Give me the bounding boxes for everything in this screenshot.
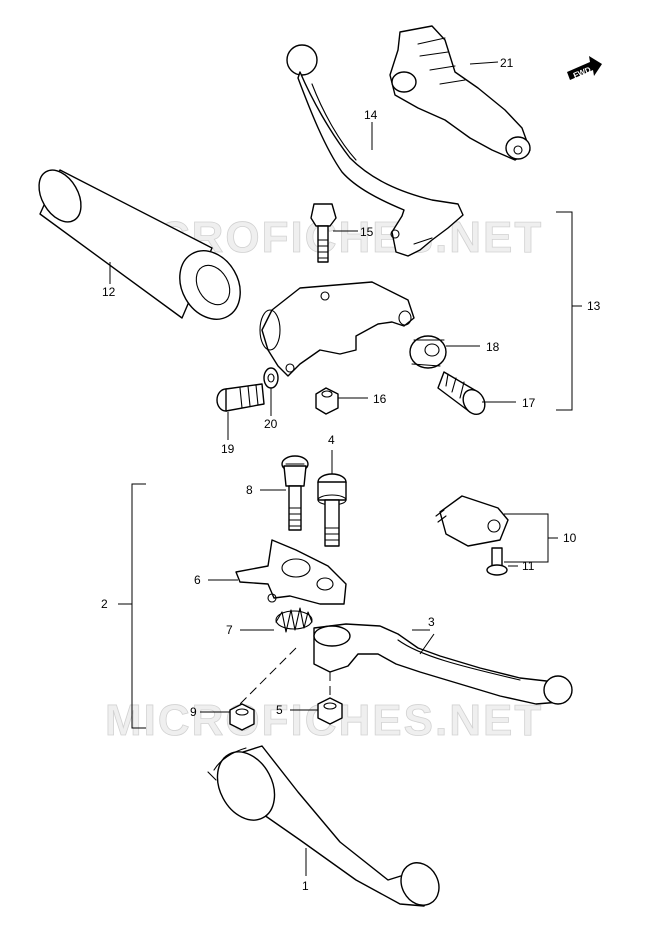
part-17-adjuster-bolt [437, 371, 486, 416]
part-9-nut [229, 703, 255, 731]
part-15-bolt [310, 203, 337, 263]
part-5-nut [317, 697, 343, 725]
callout-19: 19 [221, 442, 235, 456]
callout-21: 21 [500, 56, 514, 70]
fwd-arrow-icon: FWD [567, 56, 602, 80]
callout-2: 2 [101, 597, 108, 611]
callout-20: 20 [264, 417, 278, 431]
part-11-screw [486, 547, 508, 576]
callout-8: 8 [246, 483, 253, 497]
callout-12: 12 [102, 285, 116, 299]
callout-17: 17 [522, 396, 536, 410]
callout-9: 9 [190, 705, 197, 719]
part-4-pivot-bolt [317, 473, 347, 547]
callout-4: 4 [328, 433, 335, 447]
part-12-grip [38, 169, 241, 320]
leader-lines [109, 61, 582, 876]
part-14-clutch-lever [286, 44, 464, 257]
part-20-washer [263, 367, 279, 389]
lever-holder [259, 281, 415, 377]
callout-1: 1 [302, 879, 309, 893]
callout-6: 6 [194, 573, 201, 587]
callout-13: 13 [587, 299, 601, 313]
callout-11: 11 [522, 559, 535, 573]
callout-14: 14 [364, 108, 378, 122]
callout-7: 7 [226, 623, 233, 637]
part-1-throttle-grip [207, 745, 440, 907]
part-3-brake-lever [313, 623, 573, 705]
part-21-lever-cover [389, 25, 531, 161]
callout-5: 5 [276, 703, 283, 717]
callout-15: 15 [360, 225, 374, 239]
part-19-screw [216, 383, 265, 412]
part-10-brake-switch [435, 495, 509, 547]
callout-3: 3 [428, 615, 435, 629]
part-16-nut [315, 387, 339, 415]
part-8-bolt [281, 455, 309, 531]
callout-10: 10 [563, 531, 577, 545]
part-6-bracket [235, 539, 347, 605]
fwd-label: FWD [572, 65, 592, 80]
part-18-adjuster-nut [409, 335, 447, 369]
callout-16: 16 [373, 392, 387, 406]
callout-18: 18 [486, 340, 500, 354]
part-7-spring [275, 607, 313, 633]
